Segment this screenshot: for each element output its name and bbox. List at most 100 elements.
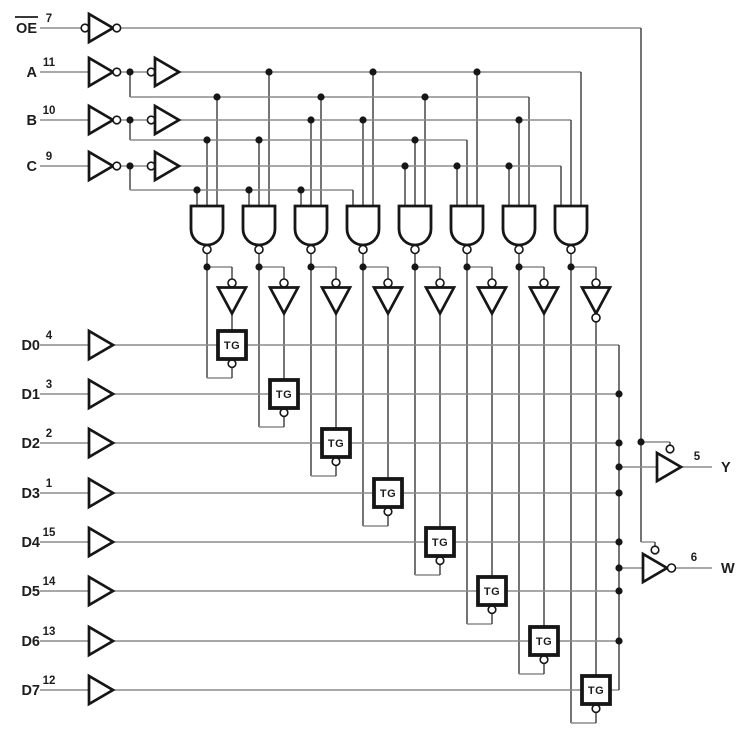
tg-gate-5 bbox=[424, 526, 456, 558]
junction-dot bbox=[297, 186, 305, 194]
pin-d5: 14 bbox=[43, 576, 56, 588]
junction-dot bbox=[203, 136, 211, 144]
inversion-bubble bbox=[591, 278, 601, 288]
select-inverter-A bbox=[87, 55, 116, 89]
inversion-bubble bbox=[383, 278, 393, 288]
inversion-bubble bbox=[410, 244, 420, 255]
junction-dot bbox=[265, 68, 273, 76]
label-oe: OE bbox=[16, 21, 37, 37]
pin-c: 9 bbox=[46, 151, 52, 163]
junction-dot bbox=[411, 263, 419, 271]
junction-dot bbox=[515, 263, 523, 271]
inversion-bubble bbox=[112, 23, 122, 33]
label-y: Y bbox=[721, 460, 731, 476]
pin-d1: 3 bbox=[46, 379, 52, 391]
junction-dot bbox=[255, 136, 263, 144]
select-inverter-C bbox=[87, 149, 116, 183]
inversion-bubble bbox=[358, 244, 368, 255]
inversion-bubble bbox=[665, 444, 675, 454]
junction-dot bbox=[401, 162, 409, 170]
control-inverter-1 bbox=[215, 286, 249, 317]
inversion-bubble bbox=[279, 408, 289, 418]
label-d3: D3 bbox=[21, 486, 40, 502]
select-inverter-B bbox=[87, 103, 116, 137]
symbols bbox=[80, 11, 684, 714]
nand-gate-5 bbox=[397, 204, 433, 247]
pin-d6: 13 bbox=[43, 626, 56, 638]
inversion-bubble bbox=[112, 115, 122, 125]
y-output-buffer bbox=[655, 450, 684, 484]
w-output-inverter bbox=[641, 551, 670, 585]
inversion-bubble bbox=[591, 312, 601, 323]
junction-dot bbox=[126, 68, 134, 76]
pin-d3: 1 bbox=[46, 478, 53, 490]
label-d1: D1 bbox=[21, 387, 40, 403]
inversion-bubble bbox=[331, 278, 341, 288]
tg-gate-label-8: TG bbox=[588, 685, 604, 697]
junction-dot bbox=[369, 68, 377, 76]
tg-gate-label-3: TG bbox=[328, 438, 344, 450]
junction-dot bbox=[411, 136, 419, 144]
control-inverter-5 bbox=[423, 286, 457, 317]
junction-dots bbox=[126, 68, 645, 645]
label-d0: D0 bbox=[21, 338, 40, 354]
tg-gate-3 bbox=[320, 427, 352, 459]
tg-gate-8 bbox=[580, 674, 612, 706]
inversion-bubble bbox=[591, 703, 601, 714]
junction-dot bbox=[615, 637, 623, 645]
tg-gate-4 bbox=[372, 477, 404, 509]
pin-a: 11 bbox=[43, 57, 56, 69]
inversion-bubble bbox=[435, 278, 445, 288]
junction-dot bbox=[473, 68, 481, 76]
junction-dot bbox=[637, 438, 645, 446]
tg-gate-label-7: TG bbox=[536, 636, 552, 648]
junction-dot bbox=[359, 263, 367, 271]
junction-dot bbox=[567, 263, 575, 271]
select-buffer-B bbox=[153, 103, 182, 137]
junction-dot bbox=[307, 116, 315, 124]
junction-dot bbox=[126, 116, 134, 124]
tg-gate-6 bbox=[476, 575, 508, 607]
junction-dot bbox=[615, 564, 623, 572]
label-b: B bbox=[27, 113, 37, 129]
nand-gate-2 bbox=[241, 204, 277, 247]
inversion-bubble bbox=[227, 278, 237, 288]
junction-dot bbox=[203, 263, 211, 271]
junction-dot bbox=[615, 390, 623, 398]
label-d2: D2 bbox=[21, 436, 40, 452]
junction-dot bbox=[615, 538, 623, 546]
label-d7: D7 bbox=[21, 683, 40, 699]
pin-d0: 4 bbox=[46, 330, 53, 342]
inversion-bubble bbox=[112, 161, 122, 171]
nand-gate-4 bbox=[345, 204, 381, 247]
junction-dot bbox=[359, 116, 367, 124]
inversion-bubble bbox=[666, 563, 677, 573]
junction-dot bbox=[245, 186, 253, 194]
inversion-bubble bbox=[462, 244, 472, 255]
pin-b: 10 bbox=[43, 105, 56, 117]
nand-gate-8 bbox=[553, 204, 589, 247]
inversion-bubble bbox=[566, 244, 576, 255]
inversion-bubble bbox=[227, 359, 237, 369]
pin-d4: 15 bbox=[43, 527, 56, 539]
nand-gate-7 bbox=[501, 204, 537, 247]
junction-dot bbox=[615, 439, 623, 447]
inversion-bubble bbox=[539, 654, 549, 665]
data-buffer-d6 bbox=[87, 624, 116, 658]
data-buffer-d1 bbox=[87, 377, 116, 411]
label-c: C bbox=[27, 159, 38, 175]
tg-gate-1 bbox=[216, 329, 248, 361]
control-inverter-8 bbox=[579, 286, 613, 317]
data-buffer-d5 bbox=[87, 574, 116, 608]
inversion-bubble bbox=[487, 278, 497, 288]
nand-gate-3 bbox=[293, 204, 329, 247]
control-inverter-6 bbox=[475, 286, 509, 317]
junction-dot bbox=[213, 93, 221, 101]
select-buffer-A bbox=[153, 55, 182, 89]
junction-dot bbox=[421, 93, 429, 101]
inversion-bubble bbox=[254, 244, 264, 255]
tg-gate-label-5: TG bbox=[432, 537, 448, 549]
inversion-bubble bbox=[539, 278, 549, 288]
tg-gate-label-1: TG bbox=[224, 340, 240, 352]
